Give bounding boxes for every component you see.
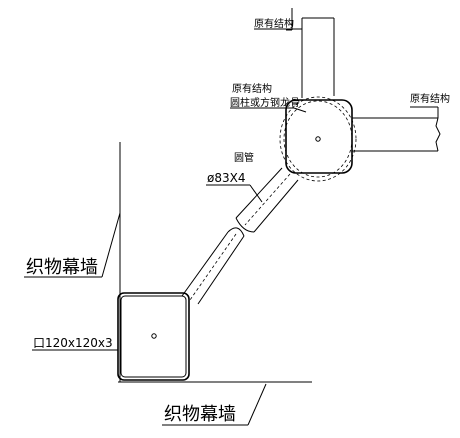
label-square-tube-spec: 口120x120x3 — [33, 336, 113, 350]
label-existing-structure-top: 原有结构 — [254, 17, 294, 30]
joint-center-mark — [315, 136, 321, 142]
label-existing-structure-mid-line2: 圆柱或方钢龙骨 — [230, 96, 300, 109]
label-existing-structure-right: 原有结构 — [410, 92, 450, 105]
label-round-pipe-spec: ø83X4 — [207, 171, 245, 185]
label-fabric-wall-bottom: 织物幕墙 — [164, 404, 236, 425]
fabric-wall-edges — [118, 142, 312, 383]
round-pipe-lower — [181, 227, 245, 305]
existing-structure-right-member — [352, 117, 441, 152]
joint-column — [279, 96, 357, 182]
existing-structure-top-member — [286, 8, 335, 98]
label-existing-structure-mid-line1: 原有结构 — [232, 82, 272, 95]
round-pipe-upper — [235, 167, 299, 233]
square-tube — [117, 292, 190, 381]
square-tube-center-mark — [151, 333, 157, 339]
label-fabric-wall-left: 织物幕墙 — [26, 257, 98, 278]
leader-lines — [24, 28, 439, 426]
label-round-pipe-title: 圆管 — [234, 151, 254, 164]
